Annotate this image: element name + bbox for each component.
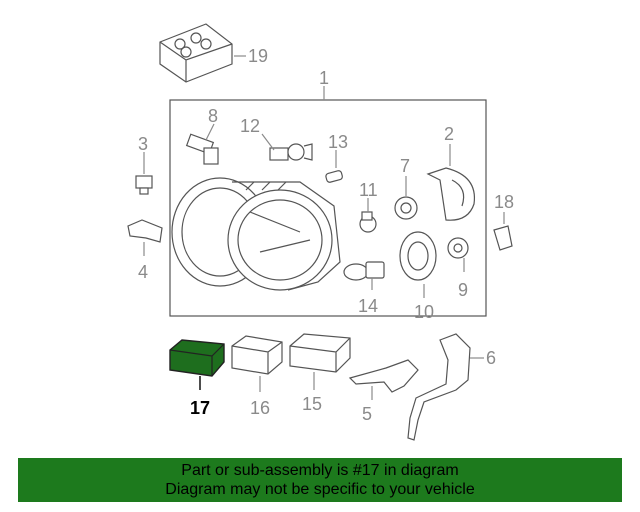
- callout-17: 17: [190, 398, 210, 418]
- part-8-bulb-socket[interactable]: [185, 133, 219, 165]
- banner-line-2: Diagram may not be specific to your vehi…: [165, 481, 475, 498]
- callout-4: 4: [138, 262, 148, 282]
- callout-6: 6: [486, 348, 496, 368]
- part-12-bulb[interactable]: [269, 143, 313, 161]
- callout-19: 19: [248, 46, 268, 66]
- part-9-grommet[interactable]: [447, 237, 469, 259]
- part-11-bulb[interactable]: [359, 211, 377, 233]
- part-3-bolt[interactable]: [135, 175, 153, 195]
- part-2-cap[interactable]: [426, 167, 476, 221]
- callout-18: 18: [494, 192, 514, 212]
- callout-2: 2: [444, 124, 454, 144]
- part-5-bracket[interactable]: [348, 359, 419, 393]
- callout-1: 1: [319, 68, 329, 88]
- callout-14: 14: [358, 296, 378, 316]
- callout-9: 9: [458, 280, 468, 300]
- part-16-control-unit[interactable]: [231, 335, 283, 375]
- part-4-clip[interactable]: [127, 219, 163, 243]
- part-7-socket[interactable]: [394, 196, 418, 220]
- callout-12: 12: [240, 116, 260, 136]
- exploded-parts-diagram: 19 1 8 12 13 11 14: [127, 23, 514, 441]
- callout-10: 10: [414, 302, 434, 322]
- part-15-igniter[interactable]: [289, 333, 351, 373]
- headlamp-housing[interactable]: [171, 177, 341, 291]
- callout-3: 3: [138, 134, 148, 154]
- callout-5: 5: [362, 404, 372, 424]
- callout-16: 16: [250, 398, 270, 418]
- info-banner: Part or sub-assembly is #17 in diagram D…: [18, 458, 622, 502]
- part-17-ballast-module[interactable]: [169, 339, 225, 377]
- part-6-mounting-bracket[interactable]: [407, 333, 471, 441]
- callout-15: 15: [302, 394, 322, 414]
- callout-8: 8: [208, 106, 218, 126]
- banner-line-1: Part or sub-assembly is #17 in diagram: [181, 462, 459, 479]
- part-10-seal[interactable]: [399, 231, 437, 281]
- part-19-cover[interactable]: [159, 23, 233, 83]
- part-13-bulb[interactable]: [325, 170, 343, 183]
- callout-13: 13: [328, 132, 348, 152]
- callout-7: 7: [400, 156, 410, 176]
- part-18-clip[interactable]: [493, 225, 513, 251]
- part-1-assembly-frame: [169, 99, 487, 317]
- callout-11: 11: [359, 180, 378, 200]
- part-14-bulb[interactable]: [343, 261, 385, 281]
